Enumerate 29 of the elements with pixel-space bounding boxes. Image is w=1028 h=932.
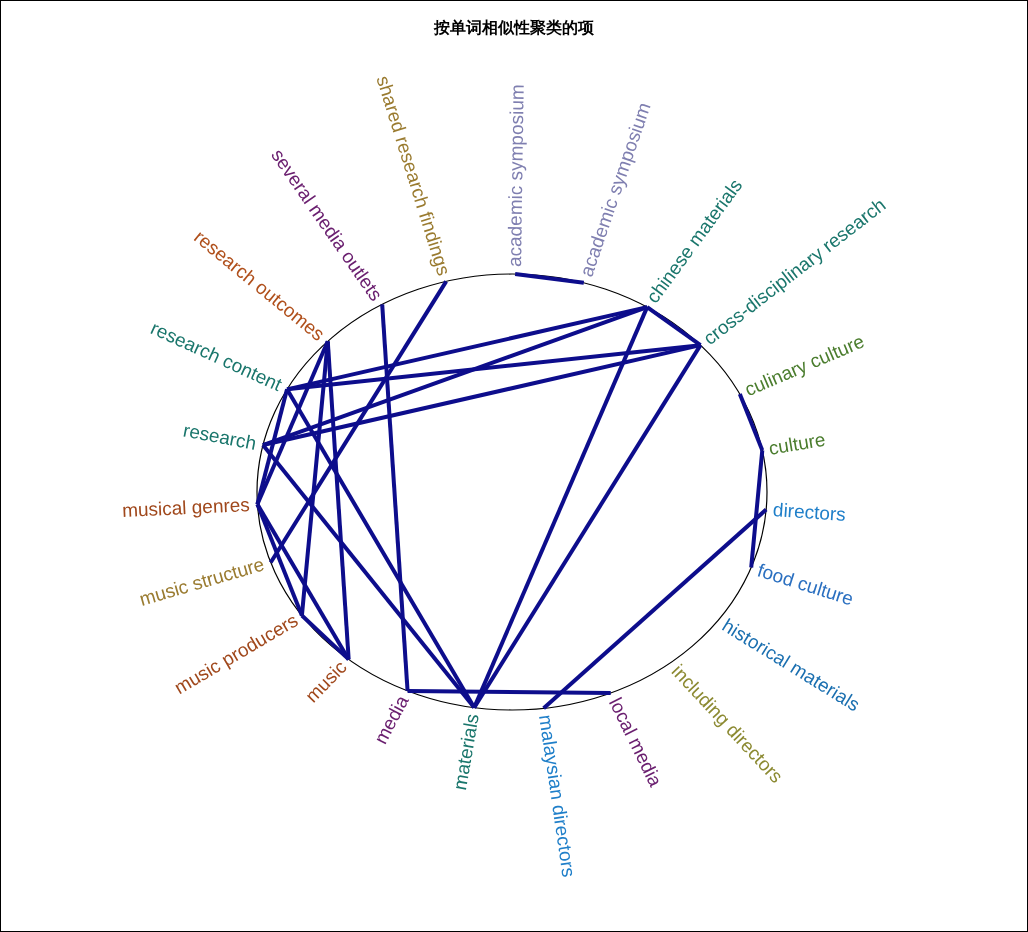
link-line [262, 343, 701, 447]
link-line [380, 304, 410, 691]
link-line [542, 508, 768, 710]
term-label: culture [767, 428, 828, 460]
link-line [472, 344, 703, 709]
term-label: musical genres [122, 493, 251, 522]
term-label: materials [448, 712, 484, 793]
term-label: research [181, 419, 259, 455]
link-line [300, 614, 351, 661]
term-label: directors [772, 499, 847, 526]
link-line [737, 393, 765, 451]
link-line [749, 450, 765, 568]
term-label: academic symposium [504, 84, 529, 268]
term-label: malaysian directors [533, 713, 580, 879]
term-label: music structure [137, 553, 267, 612]
link-line [262, 305, 648, 447]
link-line [325, 341, 351, 660]
link-line [646, 305, 702, 347]
link-line [261, 443, 476, 709]
link-line [299, 341, 330, 616]
link-line [514, 272, 585, 285]
link-line [269, 280, 448, 564]
link-line [407, 688, 611, 695]
link-line [255, 388, 289, 505]
term-label: local media [603, 694, 667, 791]
chart-title: 按单词相似性聚类的项 [432, 18, 595, 38]
link-line [286, 343, 701, 392]
term-label: media [370, 691, 414, 748]
term-label: food culture [754, 559, 856, 610]
